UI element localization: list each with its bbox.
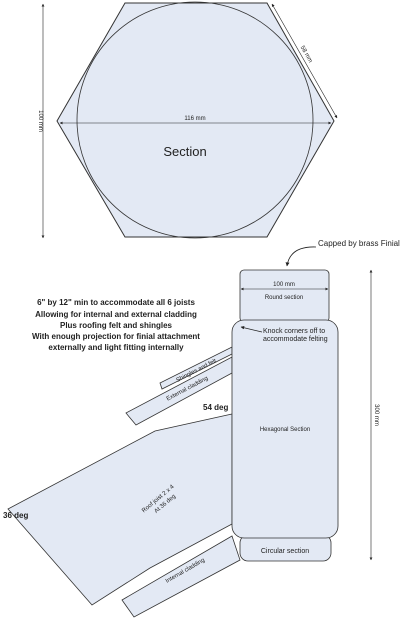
post-height-dimension-label: 300 mm — [373, 404, 379, 426]
angle-54-label: 54 deg — [203, 403, 228, 412]
finial-arrow — [285, 246, 317, 267]
note-line-5: externally and light fitting internally — [48, 343, 184, 352]
knock-corners-label-line2: accommodate felting — [263, 336, 328, 343]
height-dimension-label: 100 mm — [37, 110, 43, 132]
finial-label: Capped by brass Finial — [318, 239, 400, 248]
note-line-3: Plus roofing felt and shingles — [60, 321, 173, 330]
note-line-2: Allowing for internal and external cladd… — [35, 310, 197, 319]
note-line-1: 6" by 12" min to accommodate all 6 joist… — [37, 298, 195, 307]
internal-cladding-layer — [121, 535, 241, 618]
roof-assembly: Shingles and felt External cladding Roof… — [3, 346, 241, 618]
post-width-dimension-label: 100 mm — [273, 282, 295, 288]
width-dimension-label: 116 mm — [184, 116, 205, 122]
side-dimension-line — [271, 3, 338, 119]
section-label: Section — [163, 144, 206, 159]
hexagon-shape — [56, 2, 335, 238]
knock-corners-label-line1: Knock corners off to — [263, 328, 325, 335]
finial-callout: Capped by brass Finial — [285, 239, 400, 267]
hexagonal-section-label: Hexagonal Section — [260, 427, 310, 433]
round-section-label: Round section — [265, 295, 303, 301]
inscribed-circle — [76, 1, 314, 239]
central-post: Round section 100 mm Circular section He… — [231, 269, 379, 562]
hexagonal-section — [231, 319, 339, 539]
note-line-4: With enough projection for finial attach… — [32, 332, 200, 341]
note-block: 6" by 12" min to accommodate all 6 joist… — [32, 298, 200, 352]
hexagon-section: 116 mm 58 mm 100 mm Section — [37, 1, 338, 239]
knock-corners-arrow — [240, 326, 263, 333]
angle-36-label: 36 deg — [3, 511, 28, 520]
circular-section-label: Circular section — [261, 548, 309, 555]
